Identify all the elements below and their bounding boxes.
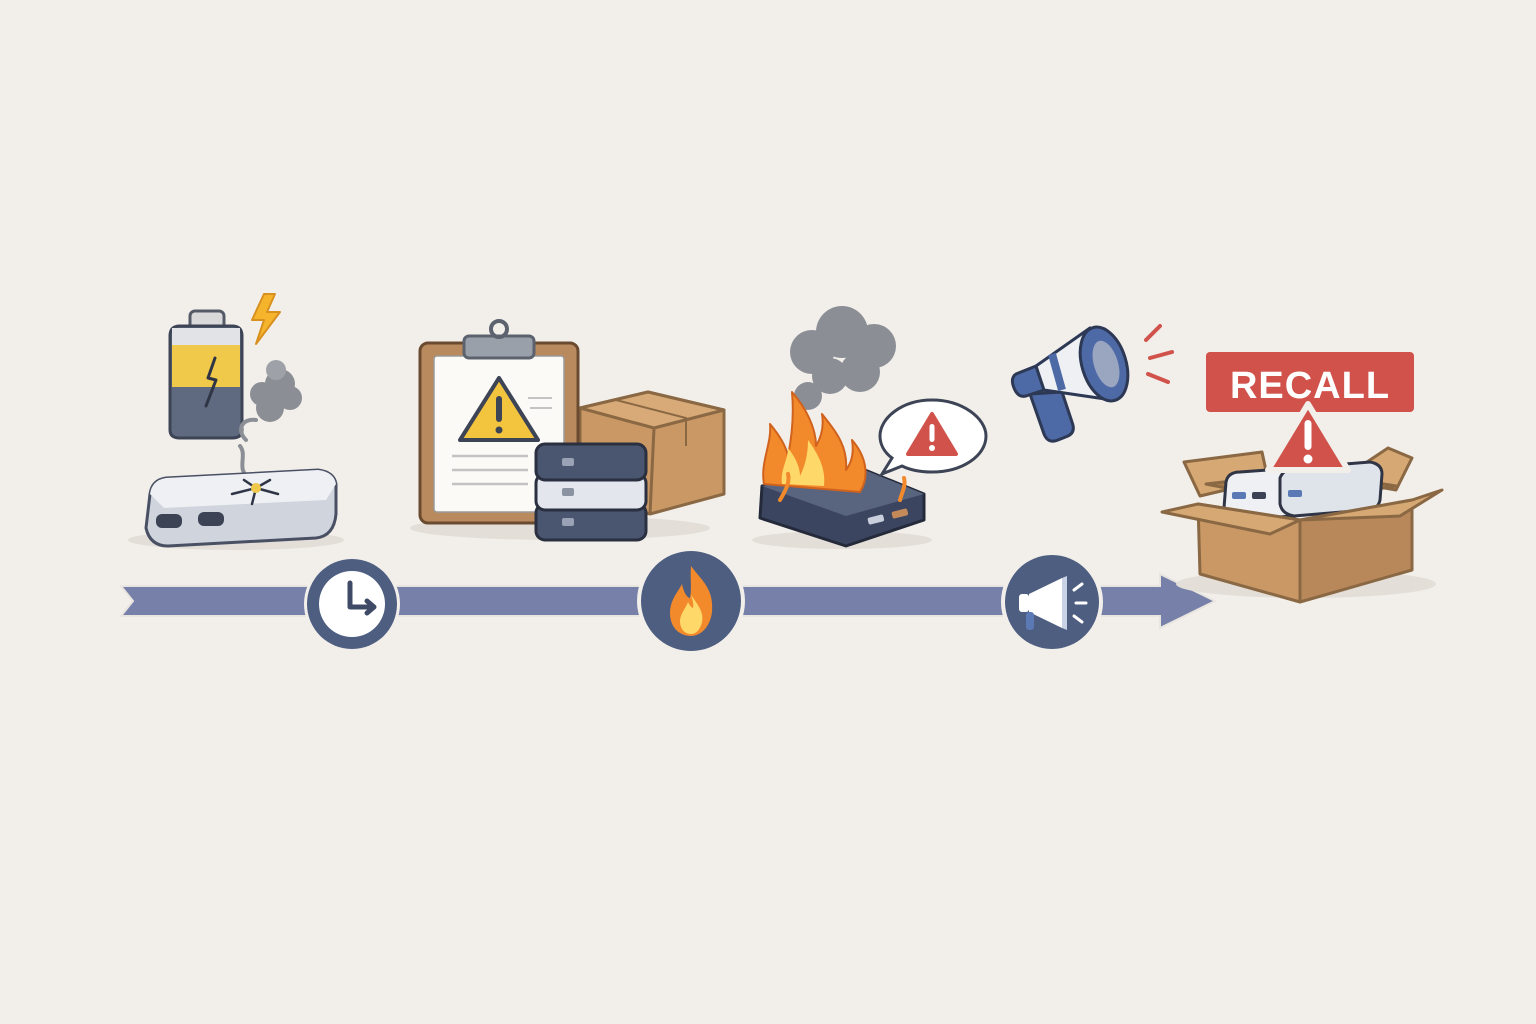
recalled-power-banks: [1222, 460, 1384, 522]
smoke-cloud: [238, 360, 302, 480]
damaged-battery-icon: [168, 309, 244, 440]
smoke-cloud: [790, 306, 896, 410]
milestone-clock: [304, 556, 400, 652]
flames-icon: [762, 391, 907, 502]
recall-label: RECALL: [1230, 365, 1390, 407]
stage-device-fire: [752, 306, 988, 549]
milestone-fire: [637, 547, 745, 655]
warning-triangle-icon: [458, 376, 540, 442]
megaphone-icon-large: [1010, 325, 1130, 443]
fire-icon: [670, 566, 713, 636]
open-cardboard-box: [1160, 488, 1444, 604]
lightning-bolt-icon: [251, 293, 281, 345]
stacked-power-banks: [534, 442, 648, 542]
stage-battery-damage: [128, 293, 344, 550]
stage-public-notice: [1010, 324, 1174, 443]
alert-triangle-icon: [906, 412, 958, 456]
milestone-megaphone: [1001, 551, 1103, 653]
cracked-power-bank: [144, 468, 338, 548]
clock-icon: [347, 580, 377, 616]
alert-speech-bubble: [878, 398, 988, 478]
stage-recall: RECALL: [1160, 352, 1444, 604]
recall-banner: RECALL: [1206, 352, 1414, 412]
megaphone-icon: [1019, 576, 1088, 630]
sound-lines: [1144, 324, 1174, 384]
alert-triangle-icon: [1265, 401, 1351, 473]
stage-safety-report: [410, 319, 726, 542]
